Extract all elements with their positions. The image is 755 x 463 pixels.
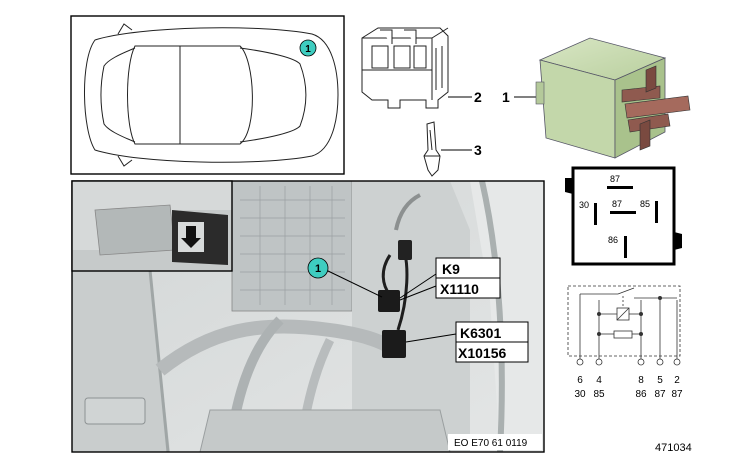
terminal-bottom-4: 87 bbox=[654, 389, 666, 400]
label-k6301: K6301 X10156 bbox=[455, 321, 529, 363]
part-2-number: 2 bbox=[474, 89, 482, 105]
relay-socket bbox=[361, 27, 449, 109]
pin-label-center: 87 bbox=[612, 199, 622, 209]
schematic-terminal-labels: 6 4 8 5 2 30 85 86 87 87 bbox=[574, 375, 683, 400]
part-3-number: 3 bbox=[474, 142, 482, 158]
terminal-bottom-5: 87 bbox=[671, 389, 683, 400]
terminal-top-4: 5 bbox=[657, 375, 663, 386]
photo-callout-badge bbox=[307, 257, 329, 279]
relay-pinout: 87 30 87 85 86 bbox=[565, 166, 682, 266]
terminal-bottom-2: 85 bbox=[593, 389, 605, 400]
label-k9: K9 X1110 bbox=[435, 257, 501, 299]
terminal-top-2: 4 bbox=[596, 375, 602, 386]
relay-k9-name: K9 bbox=[442, 261, 460, 277]
terminal-top-5: 2 bbox=[674, 375, 680, 386]
inset-photo bbox=[71, 180, 233, 272]
car-outline bbox=[84, 23, 339, 167]
car-location-panel: 1 bbox=[70, 15, 345, 175]
terminal-top-3: 8 bbox=[638, 375, 644, 386]
schematic-nodes bbox=[576, 296, 681, 366]
pin-label-top: 87 bbox=[610, 174, 620, 184]
pin-label-bottom: 86 bbox=[608, 235, 618, 245]
relay-k9-shape bbox=[378, 290, 400, 312]
down-arrow-icon bbox=[181, 226, 201, 248]
green-relay bbox=[535, 37, 691, 159]
car-callout-badge bbox=[299, 39, 317, 57]
terminal-bottom-3: 86 bbox=[635, 389, 647, 400]
terminal-top-1: 6 bbox=[577, 375, 583, 386]
relay-k6301-connector: X10156 bbox=[458, 345, 506, 361]
relay-k9-connector: X1110 bbox=[440, 281, 479, 297]
relay-schematic bbox=[567, 285, 681, 360]
figure-id: 471034 bbox=[655, 442, 692, 454]
terminal-bottom-1: 30 bbox=[574, 389, 586, 400]
pin-label-right: 85 bbox=[640, 199, 650, 209]
pin-label-left: 30 bbox=[579, 200, 589, 210]
part-1-number: 1 bbox=[502, 89, 510, 105]
photo-code: EO E70 61 0119 bbox=[454, 438, 528, 449]
photo-callout-text: 1 bbox=[315, 263, 321, 275]
relay-terminal bbox=[423, 121, 441, 177]
relay-k6301-name: K6301 bbox=[460, 325, 501, 341]
relay-k6301-shape bbox=[382, 330, 406, 358]
installation-photo: 1 K9 X1110 K6301 X10156 EO E70 61 0119 bbox=[71, 180, 545, 453]
car-callout-text: 1 bbox=[305, 44, 311, 55]
